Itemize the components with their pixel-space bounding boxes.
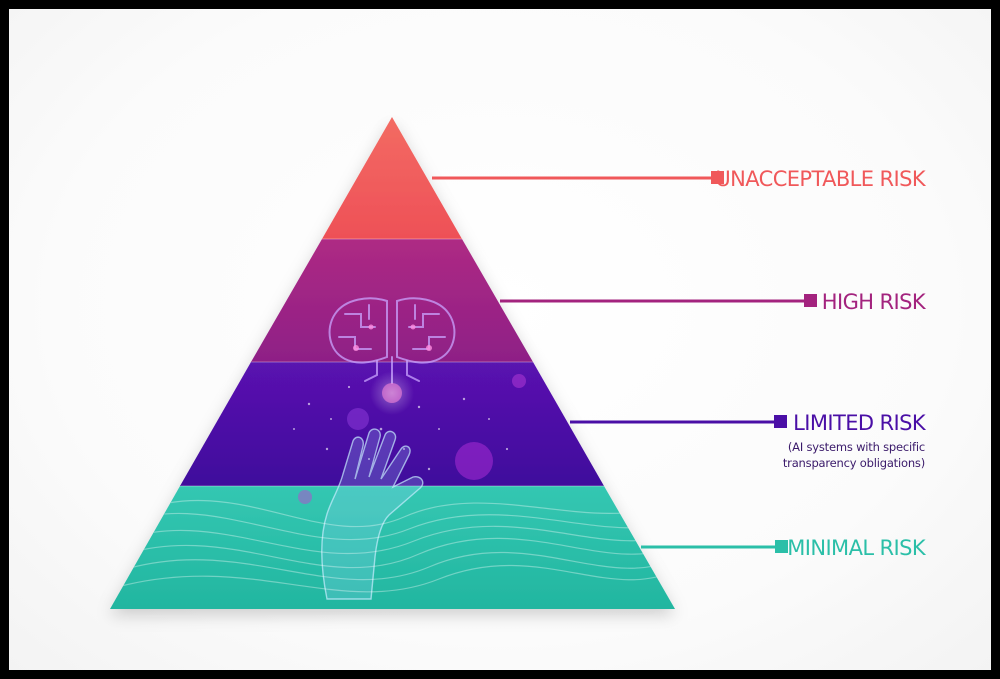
tier-unacceptable-risk <box>322 117 462 239</box>
ai-illustration <box>110 238 675 600</box>
pyramid <box>110 117 675 609</box>
label-limited-risk-note-line2: transparency obligations) <box>783 456 925 470</box>
label-high-risk: HIGH RISK <box>822 290 927 314</box>
open-hand-icon <box>321 428 424 600</box>
leader-minimal-risk <box>641 540 788 553</box>
tier-limited-risk <box>180 362 604 486</box>
risk-pyramid-diagram: UNACCEPTABLE RISK HIGH RISK LIMITED RISK… <box>110 117 927 609</box>
label-minimal-risk: MINIMAL RISK <box>787 536 927 560</box>
tier-high-risk <box>251 239 533 362</box>
leader-high-risk <box>500 294 817 307</box>
leader-unacceptable-risk <box>432 171 724 184</box>
label-unacceptable-risk: UNACCEPTABLE RISK <box>715 167 926 191</box>
leader-limited-risk <box>570 415 787 428</box>
brain-circuit-icon <box>328 297 456 384</box>
tier-minimal-risk <box>110 486 675 609</box>
label-limited-risk-note-line1: (AI systems with specific <box>788 440 925 454</box>
label-limited-risk: LIMITED RISK <box>793 411 927 435</box>
